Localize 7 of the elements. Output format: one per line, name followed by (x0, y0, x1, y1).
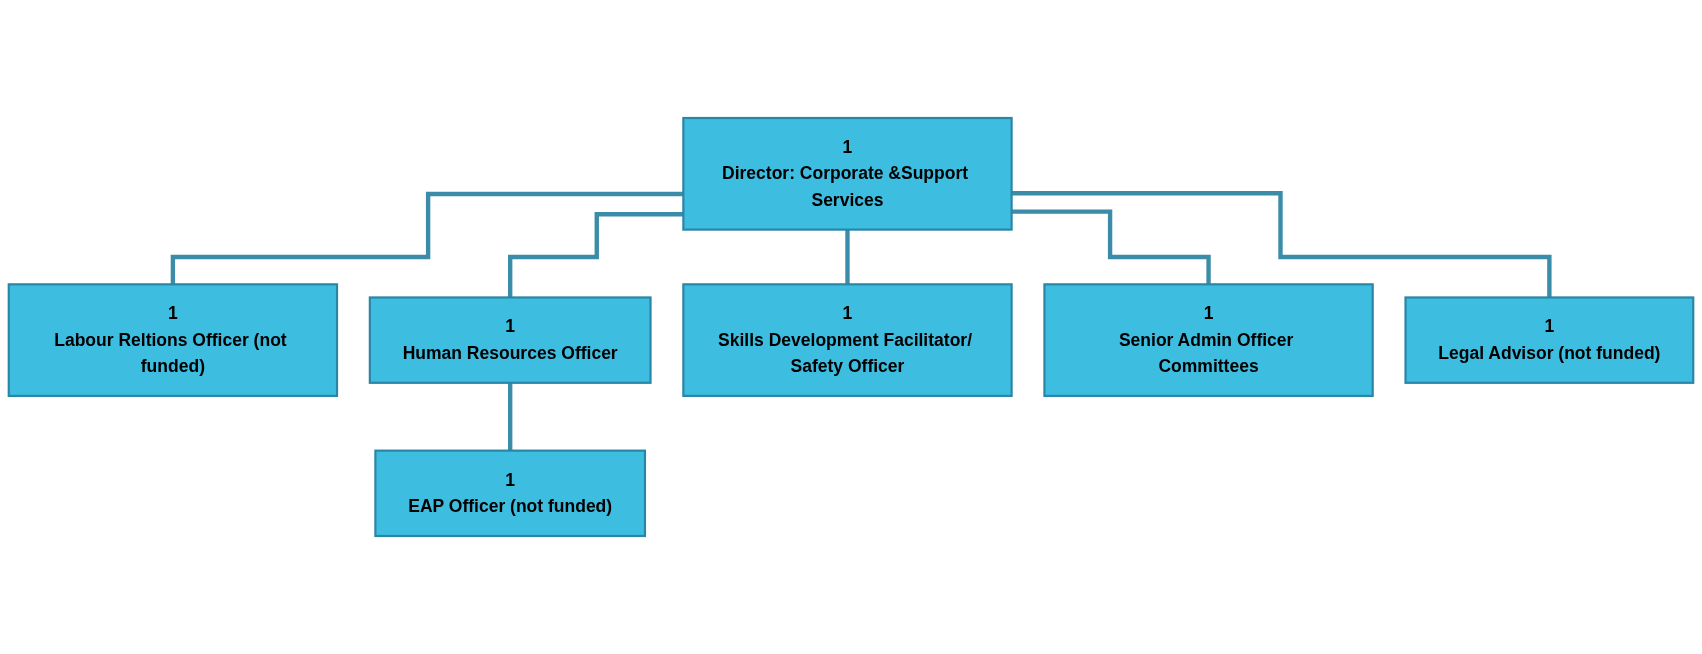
node-box: 1 Legal Advisor (not funded) (1404, 296, 1695, 384)
node-box: 1 EAP Officer (not funded) (374, 449, 647, 538)
node-box: 1 Labour Reltions Officer (not funded) (7, 283, 339, 398)
node-box: 1 Director: Corporate &Support Services (682, 116, 1013, 231)
node-box: 1 Human Resources Officer (368, 296, 652, 384)
node-box: 1 Skills Development Facilitator/ Safety Officer (682, 283, 1013, 398)
node-box: 1 Senior Admin Officer Committees (1043, 283, 1374, 398)
